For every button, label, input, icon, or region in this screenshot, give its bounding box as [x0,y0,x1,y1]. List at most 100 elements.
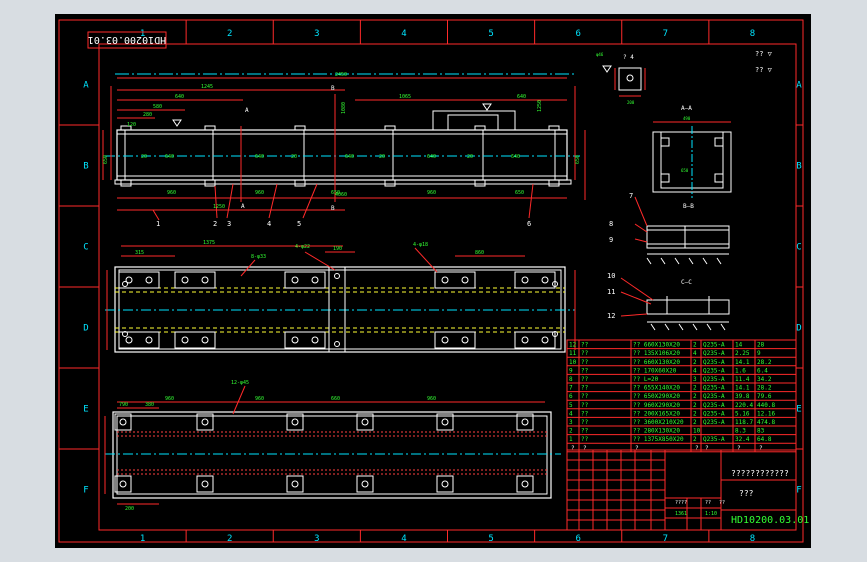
svg-text:11: 11 [607,288,615,296]
column-label: 3 [314,534,319,544]
svg-text:9: 9 [609,236,613,244]
bom-cell: ?? 1375X850X20 [633,436,684,443]
svg-text:8-φ33: 8-φ33 [251,254,266,260]
row-label: C [796,243,801,253]
bom-cell: Q235-A [703,393,725,400]
bom-cell: 14.1 [735,359,750,366]
bom-cell: 2 [693,393,697,400]
bom-header: ? [737,445,741,452]
section-a-a: A–A 490 650 [652,105,732,198]
svg-text:B–B: B–B [683,203,694,210]
bom-cell: 32.4 [735,436,750,443]
bom-cell: 2 [569,428,573,435]
svg-text:190: 190 [333,246,342,252]
column-label: 3 [314,29,319,39]
bom-cell: 4 [693,350,697,357]
svg-text:1: 1 [156,220,160,228]
svg-text:640: 640 [175,94,184,100]
bom-cell: ?? 200X165X20 [633,410,680,417]
svg-text:12: 12 [607,312,615,320]
svg-text:3: 3 [227,220,231,228]
bom-cell: Q235-A [703,436,725,443]
bom-header: ? [759,445,763,452]
svg-text:20: 20 [141,154,147,160]
bom-header: ? [705,445,709,452]
svg-text:650: 650 [681,168,689,173]
column-label: 4 [401,29,406,39]
row-label: D [796,324,801,334]
svg-text:640: 640 [427,154,436,160]
bom-cell: 1 [569,436,573,443]
bom-cell: Q235-A [703,410,725,417]
svg-text:650: 650 [515,190,524,196]
column-label: 8 [750,534,755,544]
bom-cell: 79.6 [757,393,772,400]
plan-pads [118,271,556,349]
svg-text:2450: 2450 [335,72,347,78]
front-dimension-texts: 2450 1245 1065 640 640 580 280 120 4060 … [103,72,581,210]
svg-text:1250: 1250 [213,204,225,210]
bom-cell: Q235-A [703,385,725,392]
svg-text:B: B [331,205,335,212]
bom-cell: 5 [569,402,573,409]
drawing-number-box-rotated: HD10200.03.01 [87,31,167,49]
bom-cell: 2 [693,419,697,426]
column-label: 1 [140,29,145,39]
svg-text:640: 640 [255,154,264,160]
bom-cell: 2 [693,402,697,409]
surface-finish-note: ?? ▽ ?? ▽ [755,50,773,74]
column-label: 1 [140,534,145,544]
bom-cell: ?? L=20 [633,376,659,383]
bom-cell: 2 [693,359,697,366]
bom-cell: ?? [581,367,589,374]
svg-text:10: 10 [607,272,615,280]
svg-text:1:10: 1:10 [705,511,717,517]
bom-cell: 9 [757,350,761,357]
bom-cell: ?? 960X290X20 [633,402,680,409]
svg-text:650: 650 [575,155,581,164]
bom-cell: ?? [581,410,589,417]
column-label: 7 [663,29,668,39]
front-view: 2450 1245 1065 640 640 580 280 120 4060 … [102,72,586,228]
svg-text:650: 650 [331,190,340,196]
bom-cell: ?? [581,350,589,357]
svg-text:640: 640 [517,94,526,100]
column-label: 6 [575,29,580,39]
svg-text:? 4: ? 4 [623,54,634,61]
bom-cell: ?? 655X140X20 [633,385,680,392]
bom-cell: 8.3 [735,428,746,435]
bom-cell: ?? 135X106X20 [633,350,680,357]
bom-cell: Q235-A [703,402,725,409]
bom-cell: 14 [735,342,743,349]
bom-cell: 28 [757,342,765,349]
svg-text:?? ▽: ?? ▽ [755,50,773,58]
svg-text:4-φ22: 4-φ22 [295,244,310,250]
bom-cell: ?? 650X290X20 [633,393,680,400]
svg-text:960: 960 [255,396,264,402]
row-label: E [83,405,88,415]
svg-text:200: 200 [627,100,635,105]
bom-cell: 7 [569,385,573,392]
bom-cell: 28.2 [757,359,772,366]
svg-text:200: 200 [125,506,134,512]
bom-cell: 5.16 [735,410,750,417]
svg-text:960: 960 [427,396,436,402]
bom-cell: 9 [569,367,573,374]
row-label: A [83,81,89,91]
svg-text:1080: 1080 [341,102,347,114]
column-label: 4 [401,534,406,544]
row-label: F [83,486,88,496]
bom-cell: ?? [581,359,589,366]
row-label: C [83,243,88,253]
bom-cell: 474.8 [757,419,775,426]
bom-cell: 10 [693,428,701,435]
svg-text:660: 660 [331,396,340,402]
bom-cell: ?? 170X60X20 [633,367,677,374]
row-label: B [796,162,801,172]
column-label: 8 [750,29,755,39]
bom-cell: 6 [569,393,573,400]
svg-text:380: 380 [145,402,154,408]
svg-text:315: 315 [135,250,144,256]
